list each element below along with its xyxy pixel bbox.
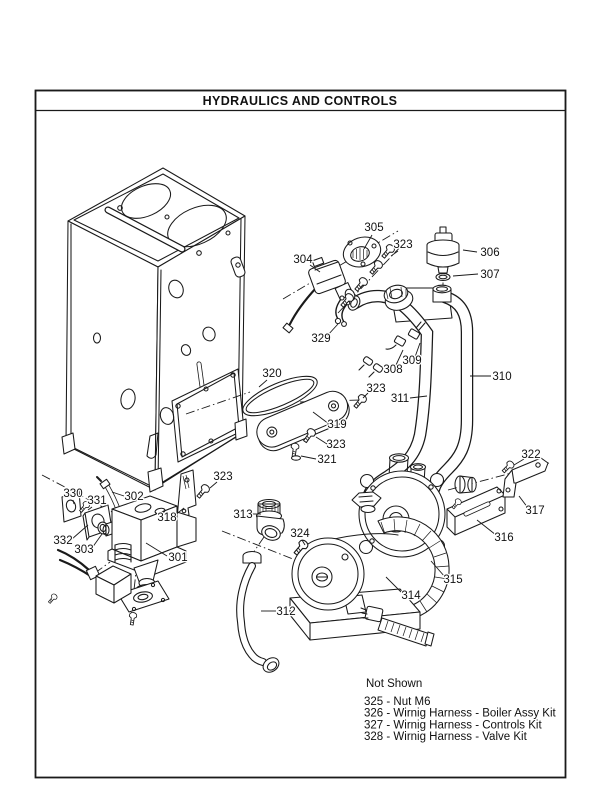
part-cabinet — [61, 167, 248, 493]
page-title: HYDRAULICS AND CONTROLS — [203, 94, 398, 108]
leader-line-332 — [71, 524, 89, 540]
leader-line-318 — [173, 507, 185, 517]
leader-line-304 — [309, 264, 321, 273]
part-label-303: 303 — [74, 544, 93, 556]
part-label-323: 323 — [393, 239, 412, 251]
part-label-311: 311 — [391, 393, 409, 405]
part-312-hose — [236, 550, 280, 673]
part-label-332: 332 — [53, 535, 72, 547]
part-316-bracket — [446, 486, 506, 536]
leader-line-317 — [518, 495, 529, 509]
part-label-314: 314 — [401, 590, 421, 602]
part-313-fitting — [255, 498, 285, 541]
leader-line-323 — [362, 392, 369, 399]
part-label-306: 306 — [480, 247, 499, 259]
part-label-318: 318 — [157, 512, 176, 524]
leader-line-329 — [326, 323, 339, 337]
not-shown-item-325: 325 - Nut M6 — [364, 696, 430, 708]
leader-line-315 — [430, 560, 446, 578]
not-shown-item-326: 326 - Wirnig Harness - Boiler Assy Kit — [364, 708, 557, 720]
part-label-307: 307 — [480, 269, 499, 281]
not-shown-heading: Not Shown — [366, 678, 422, 690]
part-305-flange — [342, 236, 382, 268]
part-label-320: 320 — [262, 368, 281, 380]
part-320-gasket — [242, 375, 318, 417]
leader-line-311 — [409, 395, 428, 399]
part-label-305: 305 — [364, 222, 383, 234]
leader-line-309 — [414, 342, 421, 358]
leader-line-301 — [145, 542, 168, 557]
leader-line-303 — [91, 533, 103, 549]
leader-line-316 — [476, 519, 497, 536]
part-308-clip — [358, 335, 407, 371]
part-label-308: 308 — [383, 364, 402, 376]
part-321-screw — [289, 442, 302, 461]
part-label-322: 322 — [521, 449, 540, 461]
part-330-plate — [61, 490, 82, 523]
part-label-317: 317 — [525, 505, 544, 517]
part-label-324: 324 — [290, 528, 310, 540]
leader-line-331 — [87, 506, 93, 511]
part-label-302: 302 — [124, 491, 143, 503]
leader-line-307 — [452, 273, 479, 277]
part-label-330: 330 — [63, 488, 82, 500]
part-314-pump-motor — [289, 516, 450, 647]
leader-line-305 — [363, 234, 373, 250]
part-label-309: 309 — [402, 355, 421, 367]
part-label-312: 312 — [276, 606, 295, 618]
part-309-clip — [368, 321, 426, 378]
leader-line-330 — [72, 499, 75, 505]
leader-line-323 — [315, 436, 328, 445]
leader-line-302 — [111, 491, 125, 497]
part-label-304: 304 — [293, 254, 313, 266]
title-bar — [34, 89, 567, 112]
leader-line-322 — [513, 458, 525, 466]
part-manifold-cap — [383, 284, 452, 311]
part-label-321: 321 — [317, 454, 336, 466]
leader-line-323 — [390, 250, 399, 257]
leader-line-320 — [258, 379, 268, 388]
part-310-pipe — [427, 290, 474, 496]
leader-line-308 — [395, 349, 404, 366]
part-307-washer — [435, 272, 451, 282]
leader-line-323 — [209, 481, 218, 489]
part-301-gas-valve — [102, 495, 197, 613]
part-label-301: 301 — [168, 552, 187, 564]
not-shown-item-328: 328 - Wirnig Harness - Valve Kit — [364, 731, 528, 743]
leader-line-319 — [312, 411, 330, 425]
part-306-air-vent — [426, 226, 460, 274]
part-311-nut — [351, 491, 382, 514]
part-label-323: 323 — [326, 439, 345, 451]
part-label-310: 310 — [492, 371, 511, 383]
part-label-315: 315 — [443, 574, 462, 586]
part-label-331: 331 — [87, 495, 106, 507]
leader-line-324 — [301, 539, 306, 546]
not-shown-item-327: 327 - Wirnig Harness - Controls Kit — [364, 719, 542, 731]
part-label-319: 319 — [327, 419, 346, 431]
part-label-316: 316 — [494, 532, 513, 544]
leader-line-314 — [385, 576, 403, 594]
part-label-323: 323 — [213, 471, 232, 483]
part-317-bracket — [502, 457, 549, 498]
part-label-323: 323 — [366, 383, 385, 395]
leader-line-321 — [300, 455, 317, 460]
part-valve-plug-cable — [56, 548, 132, 604]
part-label-313: 313 — [233, 509, 252, 521]
part-label-329: 329 — [311, 333, 330, 345]
leader-line-306 — [462, 249, 478, 253]
exploded-view-art — [41, 167, 550, 673]
